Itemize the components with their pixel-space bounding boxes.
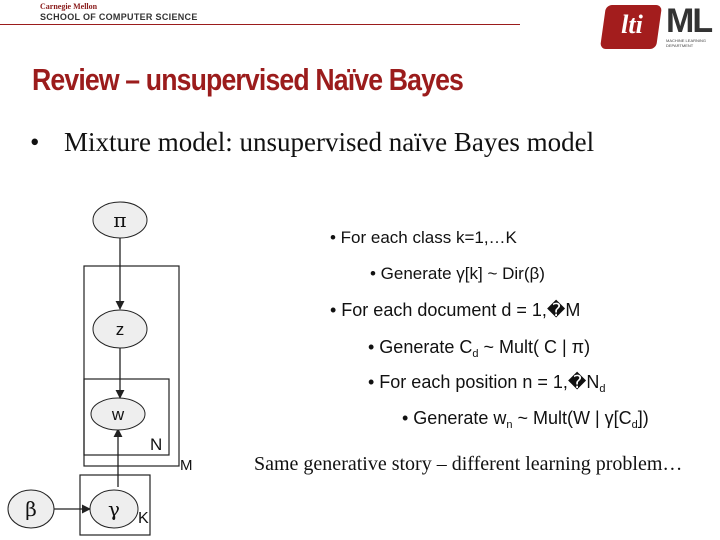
story-line-4: • Generate Cd ~ Mult( C | π) bbox=[368, 337, 590, 360]
bottom-note: Same generative story – different learni… bbox=[254, 453, 683, 475]
node-gamma-label: γ bbox=[108, 497, 120, 521]
main-bullet-text: Mixture model: unsupervised naïve Bayes … bbox=[64, 127, 595, 157]
slide-title: Review – unsupervised Naïve Bayes bbox=[32, 62, 464, 97]
node-gamma bbox=[89, 489, 139, 529]
node-beta-label: β bbox=[25, 497, 37, 521]
story-line-4-b: ~ Mult( C | π) bbox=[478, 337, 591, 357]
node-w bbox=[90, 397, 146, 431]
story-line-6-sub: n bbox=[506, 419, 513, 431]
plate-n bbox=[83, 378, 170, 456]
story-line-6-b: ~ Mult(W | γ[C bbox=[512, 408, 632, 428]
plate-k-label: K bbox=[138, 510, 149, 527]
node-w-label: w bbox=[111, 405, 125, 424]
ml-logo: ML bbox=[666, 2, 713, 40]
plate-m-label: M bbox=[180, 457, 193, 474]
story-line-1: • For each class k=1,…K bbox=[330, 228, 517, 247]
node-z-label: z bbox=[116, 320, 125, 339]
header-band bbox=[0, 0, 720, 26]
node-z bbox=[92, 309, 148, 349]
ml-logo-subtext: MACHINE LEARNING DEPARTMENT bbox=[666, 38, 707, 48]
plate-n-label: N bbox=[150, 435, 162, 454]
node-pi bbox=[92, 201, 148, 239]
story-line-2: • Generate γ[k] ~ Dir(β) bbox=[370, 264, 545, 283]
story-line-6-c: ]) bbox=[637, 408, 649, 428]
plate-diagram: π z w β γ N M K bbox=[7, 201, 193, 536]
plate-k bbox=[79, 474, 151, 536]
story-line-5-sub: d bbox=[599, 383, 606, 395]
cmu-wordmark: Carnegie Mellon bbox=[40, 2, 98, 11]
story-line-5-a: • For each position n = 1,�N bbox=[368, 372, 600, 392]
story-line-6-sub2: d bbox=[631, 419, 638, 431]
story-line-4-sub: d bbox=[472, 348, 479, 360]
header-rule bbox=[0, 24, 520, 25]
story-line-6-a: • Generate w bbox=[402, 408, 507, 428]
plate-m bbox=[83, 265, 180, 467]
story-line-4-a: • Generate C bbox=[368, 337, 473, 357]
node-beta bbox=[7, 489, 55, 529]
school-label: SCHOOL OF COMPUTER SCIENCE bbox=[40, 12, 198, 22]
story-line-6: • Generate wn ~ Mult(W | γ[Cd]) bbox=[402, 408, 649, 431]
lti-logo-text: lti bbox=[621, 10, 643, 39]
story-line-5: • For each position n = 1,�Nd bbox=[368, 372, 606, 395]
node-pi-label: π bbox=[113, 208, 126, 232]
bullet-dot: • bbox=[30, 127, 40, 157]
story-line-3: • For each document d = 1,�M bbox=[330, 300, 581, 320]
